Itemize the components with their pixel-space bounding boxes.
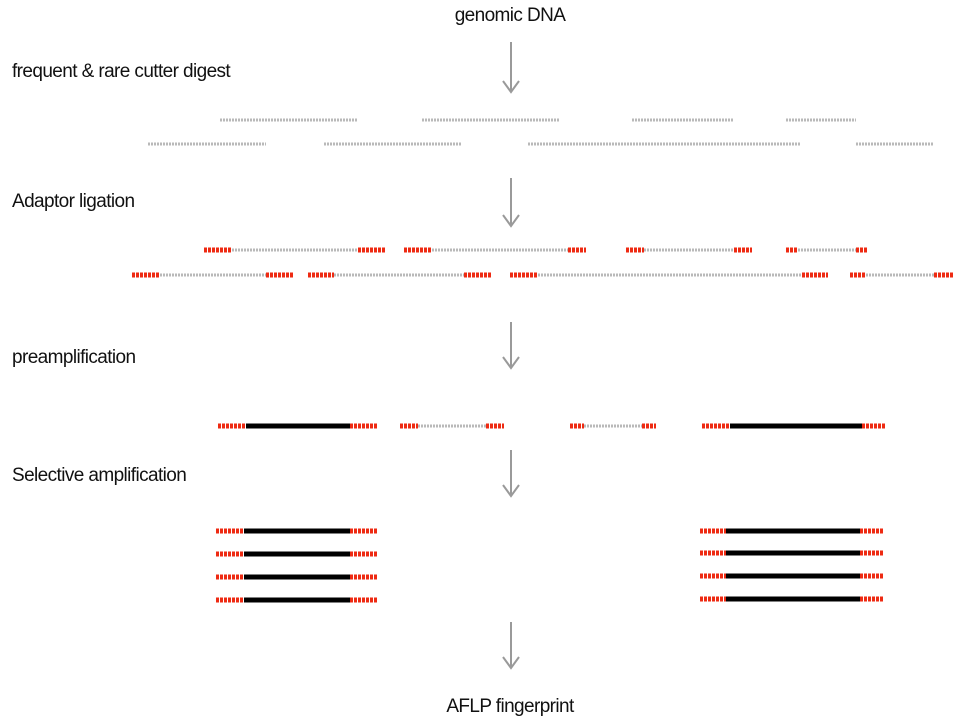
arrow-head <box>502 356 520 370</box>
arrow-fingerprint <box>502 622 520 670</box>
start-label-genomic-dna: genomic DNA <box>454 5 566 26</box>
arrow-digest <box>502 42 520 94</box>
end-label-aflp-fingerprint: AFLP fingerprint <box>446 696 574 717</box>
arrow-head <box>502 484 520 498</box>
arrow-head <box>502 80 520 94</box>
arrow-selective <box>502 450 520 498</box>
arrow-ligation <box>502 178 520 228</box>
arrow-head <box>502 656 520 670</box>
step-label-adaptor-ligation: Adaptor ligation <box>12 191 135 212</box>
step-label-preamplification: preamplification <box>12 347 136 368</box>
arrow-head <box>502 214 520 228</box>
step-label-digest: frequent & rare cutter digest <box>12 61 231 82</box>
step-label-selective-amplification: Selective amplification <box>12 465 187 486</box>
arrow-preamplification <box>502 322 520 370</box>
